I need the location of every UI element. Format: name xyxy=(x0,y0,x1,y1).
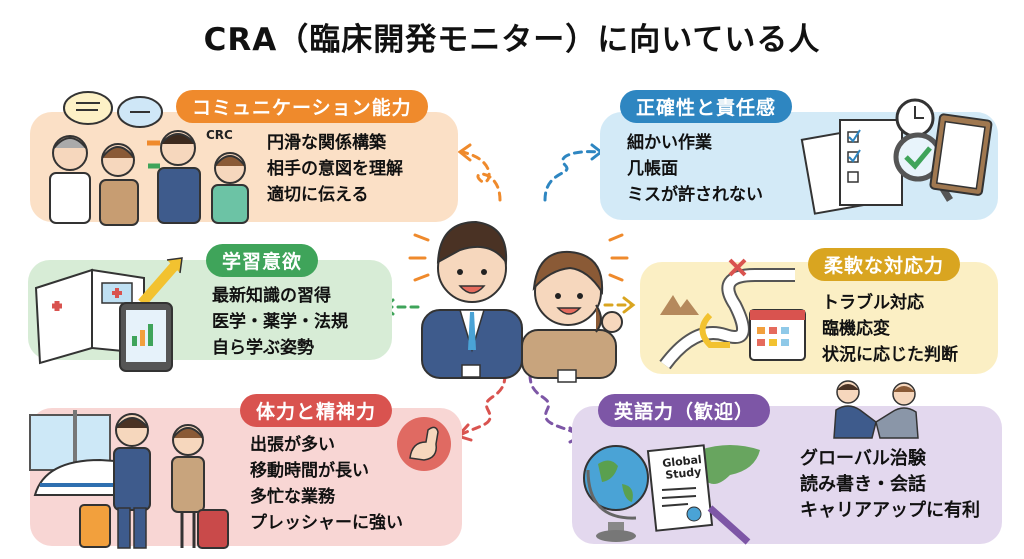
crc-badge: CRC xyxy=(206,128,233,142)
card-accuracy-label: 正確性と責任感 xyxy=(620,90,793,123)
card-stamina-items: 出張が多い 移動時間が長い 多忙な業務 プレッシャーに強い xyxy=(250,432,403,536)
list-item: トラブル対応 xyxy=(822,293,924,313)
list-item: 臨機応変 xyxy=(822,319,890,339)
page-title: CRA（臨床開発モニター）に向いている人 xyxy=(203,22,821,58)
card-learning-items: 最新知識の習得 医学・薬学・法規 自ら学ぶ姿勢 xyxy=(212,283,348,361)
card-communication-items: 円滑な関係構築 相手の意図を理解 適切に伝える xyxy=(267,130,403,208)
checklist-magnifier-illustration xyxy=(800,98,993,215)
winding-road-calendar-illustration xyxy=(659,258,806,370)
card-english-items: グローバル治験 読み書き・会話 キャリアアップに有利 xyxy=(800,446,980,524)
list-item: 読み書き・会話 xyxy=(800,474,926,495)
list-item: 相手の意図を理解 xyxy=(267,159,403,179)
globe-document-map-illustration xyxy=(583,444,760,545)
list-item: 自ら学ぶ姿勢 xyxy=(212,338,314,358)
list-item: 適切に伝える xyxy=(267,185,369,205)
card-english-label: 英語力（歓迎） xyxy=(598,394,771,427)
list-item: 医学・薬学・法規 xyxy=(212,312,348,332)
cra-characters-illustration xyxy=(421,220,623,383)
list-item: キャリアアップに有利 xyxy=(800,500,980,521)
handshake-icon xyxy=(833,380,919,439)
card-flexibility-items: トラブル対応 臨機応変 状況に応じた判断 xyxy=(822,290,958,368)
list-item: 移動時間が長い xyxy=(250,461,369,481)
list-item: 几帳面 xyxy=(627,159,678,179)
list-item: プレッシャーに強い xyxy=(250,513,403,533)
list-item: ミスが許されない xyxy=(627,185,763,205)
card-accuracy-items: 細かい作業 几帳面 ミスが許されない xyxy=(627,130,763,208)
list-item: 状況に応じた判断 xyxy=(822,345,958,365)
list-item: 多忙な業務 xyxy=(250,487,335,507)
list-item: グローバル治験 xyxy=(800,448,926,469)
business-travel-illustration xyxy=(29,410,229,549)
list-item: 最新知識の習得 xyxy=(212,286,331,306)
card-stamina-label: 体力と精神力 xyxy=(240,394,393,427)
book-tablet-illustration xyxy=(34,257,183,372)
list-item: 出張が多い xyxy=(250,435,335,455)
card-flexibility-label: 柔軟な対応力 xyxy=(808,248,961,281)
list-item: 細かい作業 xyxy=(627,133,712,153)
team-conversation-illustration xyxy=(49,91,249,226)
list-item: 円滑な関係構築 xyxy=(267,133,386,153)
card-learning-label: 学習意欲 xyxy=(206,244,319,277)
card-communication-label: コミュニケーション能力 xyxy=(176,90,428,123)
document-title: Global Study xyxy=(661,453,703,482)
flexed-arm-icon xyxy=(397,417,451,471)
